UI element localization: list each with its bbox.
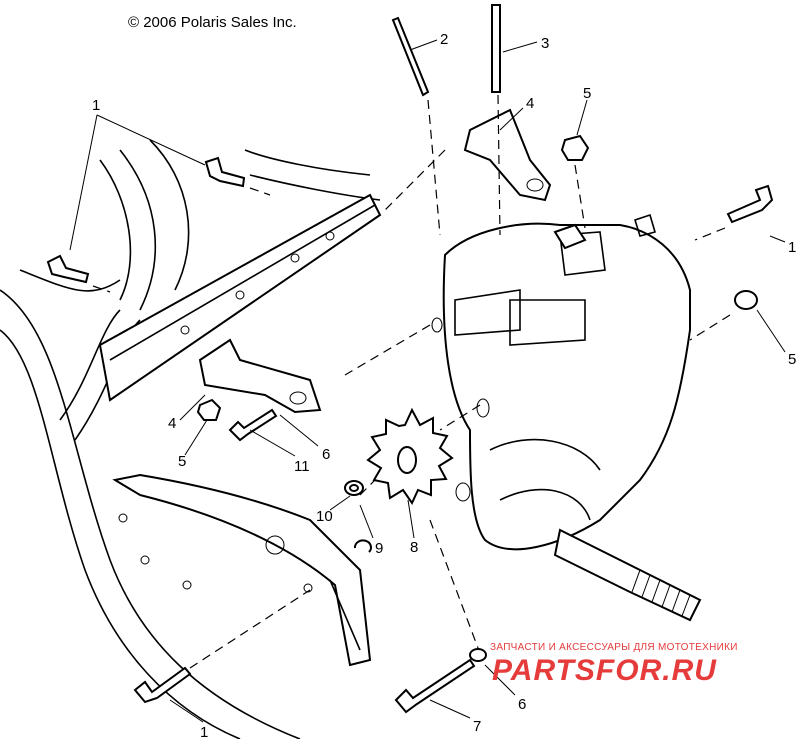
leader-lines (69, 39, 786, 723)
callout-4-top: 4 (526, 95, 534, 112)
bolt-2 (391, 16, 430, 97)
callout-1-top: 1 (92, 97, 100, 114)
callout-5-top: 5 (583, 85, 591, 102)
callout-6-mid: 6 (322, 446, 330, 463)
bolt-7 (394, 658, 476, 714)
callout-2: 2 (440, 31, 448, 48)
drive-sprocket (366, 407, 454, 506)
callout-5-right: 5 (788, 351, 796, 368)
callout-1-right: 1 (788, 239, 796, 256)
bolt-1-left (46, 254, 90, 284)
bolt-1-bottom (133, 666, 192, 704)
callout-9: 9 (375, 540, 383, 557)
snap-ring-9 (353, 539, 372, 553)
washer-10 (344, 480, 365, 496)
callout-1-bottom: 1 (200, 724, 208, 739)
watermark-brand: PARTSFOR.RU (492, 654, 717, 687)
nut-5-right (734, 290, 759, 310)
copyright-text: © 2006 Polaris Sales Inc. (128, 14, 297, 31)
watermark-tagline: ЗАПЧАСТИ И АКСЕССУАРЫ ДЛЯ МОТОТЕХНИКИ (490, 642, 738, 653)
callout-5-left: 5 (178, 453, 186, 470)
callout-11: 11 (294, 458, 310, 475)
bolt-1-top (204, 156, 246, 188)
assembly-guide-lines (92, 94, 731, 669)
frame-gusset-plate (112, 473, 372, 667)
gearcase (431, 213, 691, 551)
frame-rail (98, 193, 382, 402)
rod-3 (491, 4, 501, 93)
callout-8: 8 (410, 539, 418, 556)
callout-3: 3 (541, 35, 549, 52)
bracket-left (198, 338, 322, 414)
callout-labels: 1 2 3 4 5 1 5 4 5 11 6 10 9 8 6 7 1 (92, 31, 796, 739)
frame-tubes (0, 139, 381, 739)
bolt-11 (228, 408, 278, 442)
callout-4-left: 4 (168, 415, 176, 432)
bolt-1-right (726, 184, 774, 224)
bracket-top (463, 108, 552, 202)
callout-7: 7 (473, 718, 481, 735)
callout-10: 10 (316, 508, 333, 525)
washer-6-bottom (469, 648, 488, 662)
output-shaft (553, 528, 702, 622)
nut-5-left (196, 398, 222, 421)
callout-6-bottom: 6 (518, 696, 526, 713)
nut-5-top (560, 134, 590, 161)
